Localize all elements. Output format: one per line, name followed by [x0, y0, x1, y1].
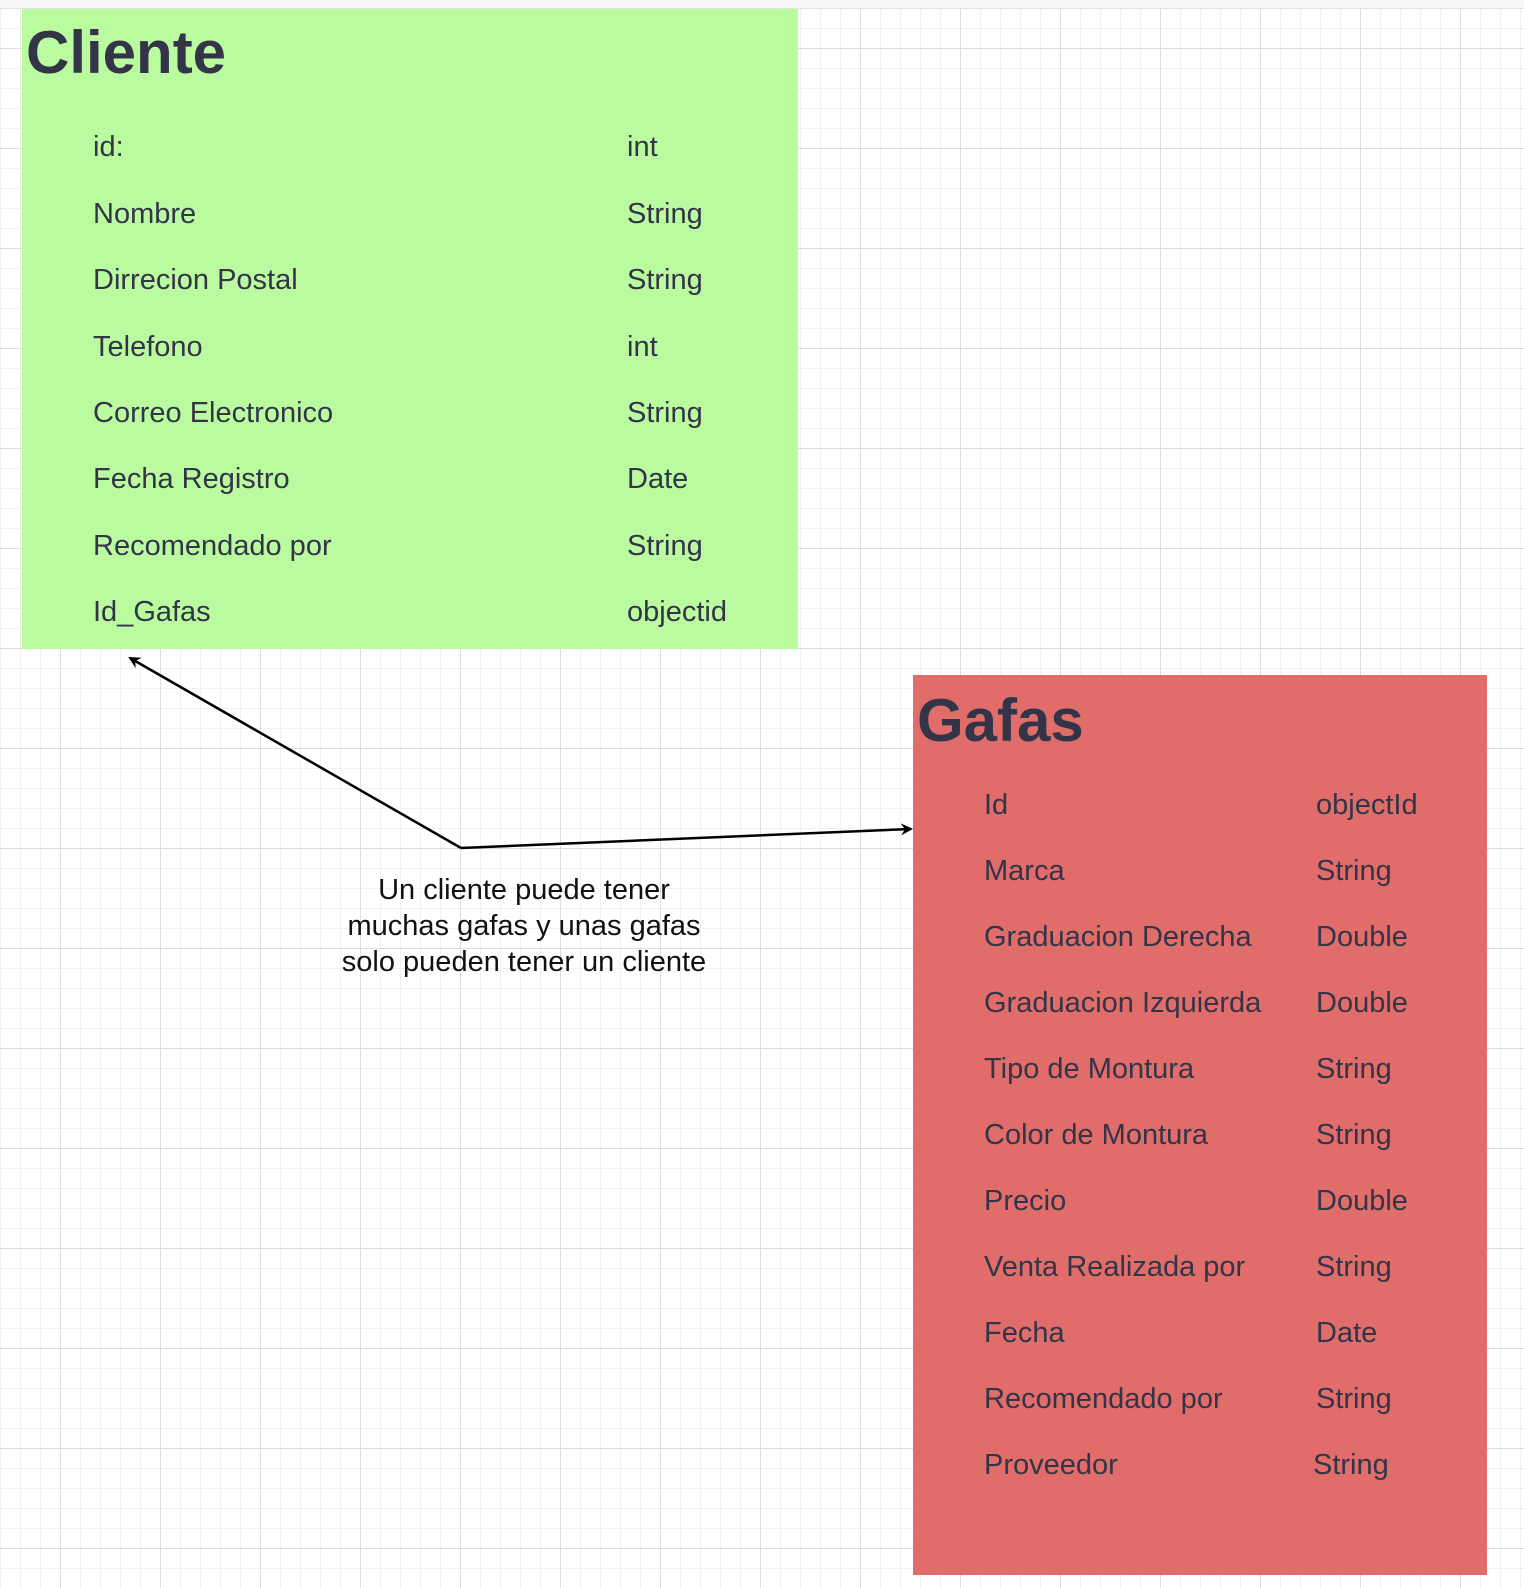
field-row: Recomendado por String [22, 526, 798, 566]
entity-cliente[interactable]: Cliente id: int Nombre String Dirrecion … [22, 9, 798, 649]
field-type: String [627, 264, 703, 296]
field-row: id: int [22, 127, 798, 167]
field-row: Id objectId [913, 785, 1487, 825]
field-name: Color de Montura [984, 1119, 1209, 1151]
field-row: Fecha Registro Date [22, 459, 798, 499]
entity-gafas[interactable]: Gafas Id objectId Marca String Graduacio… [913, 675, 1487, 1575]
field-type: Date [627, 463, 689, 495]
field-name: Telefono [93, 331, 203, 363]
entity-title-cliente: Cliente [26, 19, 227, 86]
field-row: Telefono int [22, 327, 798, 367]
field-name: Proveedor [984, 1449, 1118, 1481]
field-name: Fecha Registro [93, 463, 290, 495]
field-row: Proveedor String [913, 1445, 1487, 1485]
field-type: String [627, 198, 703, 230]
field-row: Fecha Date [913, 1313, 1487, 1353]
entity-title-gafas: Gafas [917, 687, 1084, 754]
field-type: String [1313, 1449, 1389, 1481]
field-row: Recomendado por String [913, 1379, 1487, 1419]
field-row: Venta Realizada por String [913, 1247, 1487, 1287]
connector-path [460, 823, 913, 850]
field-row: Graduacion Derecha Double [913, 917, 1487, 957]
field-name: Id [984, 789, 1009, 821]
field-name: Graduacion Derecha [984, 921, 1252, 953]
field-row: Graduacion Izquierda Double [913, 983, 1487, 1023]
field-row: Correo Electronico String [22, 393, 798, 433]
field-type: String [1316, 1383, 1392, 1415]
field-name: id: [93, 131, 124, 163]
field-type: Double [1316, 921, 1408, 953]
field-row: Id_Gafas objectid [22, 592, 798, 632]
field-name: Recomendado por [984, 1383, 1223, 1415]
field-name: Precio [984, 1185, 1067, 1217]
field-name: Tipo de Montura [984, 1053, 1195, 1085]
field-type: Double [1316, 1185, 1408, 1217]
field-row: Dirrecion Postal String [22, 260, 798, 300]
field-row: Marca String [913, 851, 1487, 891]
field-type: String [1316, 855, 1392, 887]
field-type: objectid [627, 596, 727, 628]
field-type: objectId [1316, 789, 1418, 821]
field-name: Dirrecion Postal [93, 264, 298, 296]
field-name: Id_Gafas [93, 596, 211, 628]
field-row: Tipo de Montura String [913, 1049, 1487, 1089]
field-row: Precio Double [913, 1181, 1487, 1221]
field-name: Correo Electronico [93, 397, 334, 429]
relationship-label: Un cliente puede tener muchas gafas y un… [341, 874, 707, 978]
field-name: Recomendado por [93, 530, 332, 562]
field-type: Date [1316, 1317, 1378, 1349]
field-type: String [627, 530, 703, 562]
field-type: Double [1316, 987, 1408, 1019]
connector-path [128, 656, 462, 850]
field-row: Color de Montura String [913, 1115, 1487, 1155]
field-type: String [627, 397, 703, 429]
field-type: String [1316, 1119, 1392, 1151]
field-row: Nombre String [22, 194, 798, 234]
field-type: int [627, 331, 658, 363]
field-name: Marca [984, 855, 1065, 887]
canvas-top-edge [0, 0, 1524, 9]
field-type: String [1316, 1251, 1392, 1283]
field-name: Graduacion Izquierda [984, 987, 1262, 1019]
field-type: int [627, 131, 658, 163]
field-name: Fecha [984, 1317, 1065, 1349]
field-name: Venta Realizada por [984, 1251, 1246, 1283]
field-type: String [1316, 1053, 1392, 1085]
field-name: Nombre [93, 198, 197, 230]
